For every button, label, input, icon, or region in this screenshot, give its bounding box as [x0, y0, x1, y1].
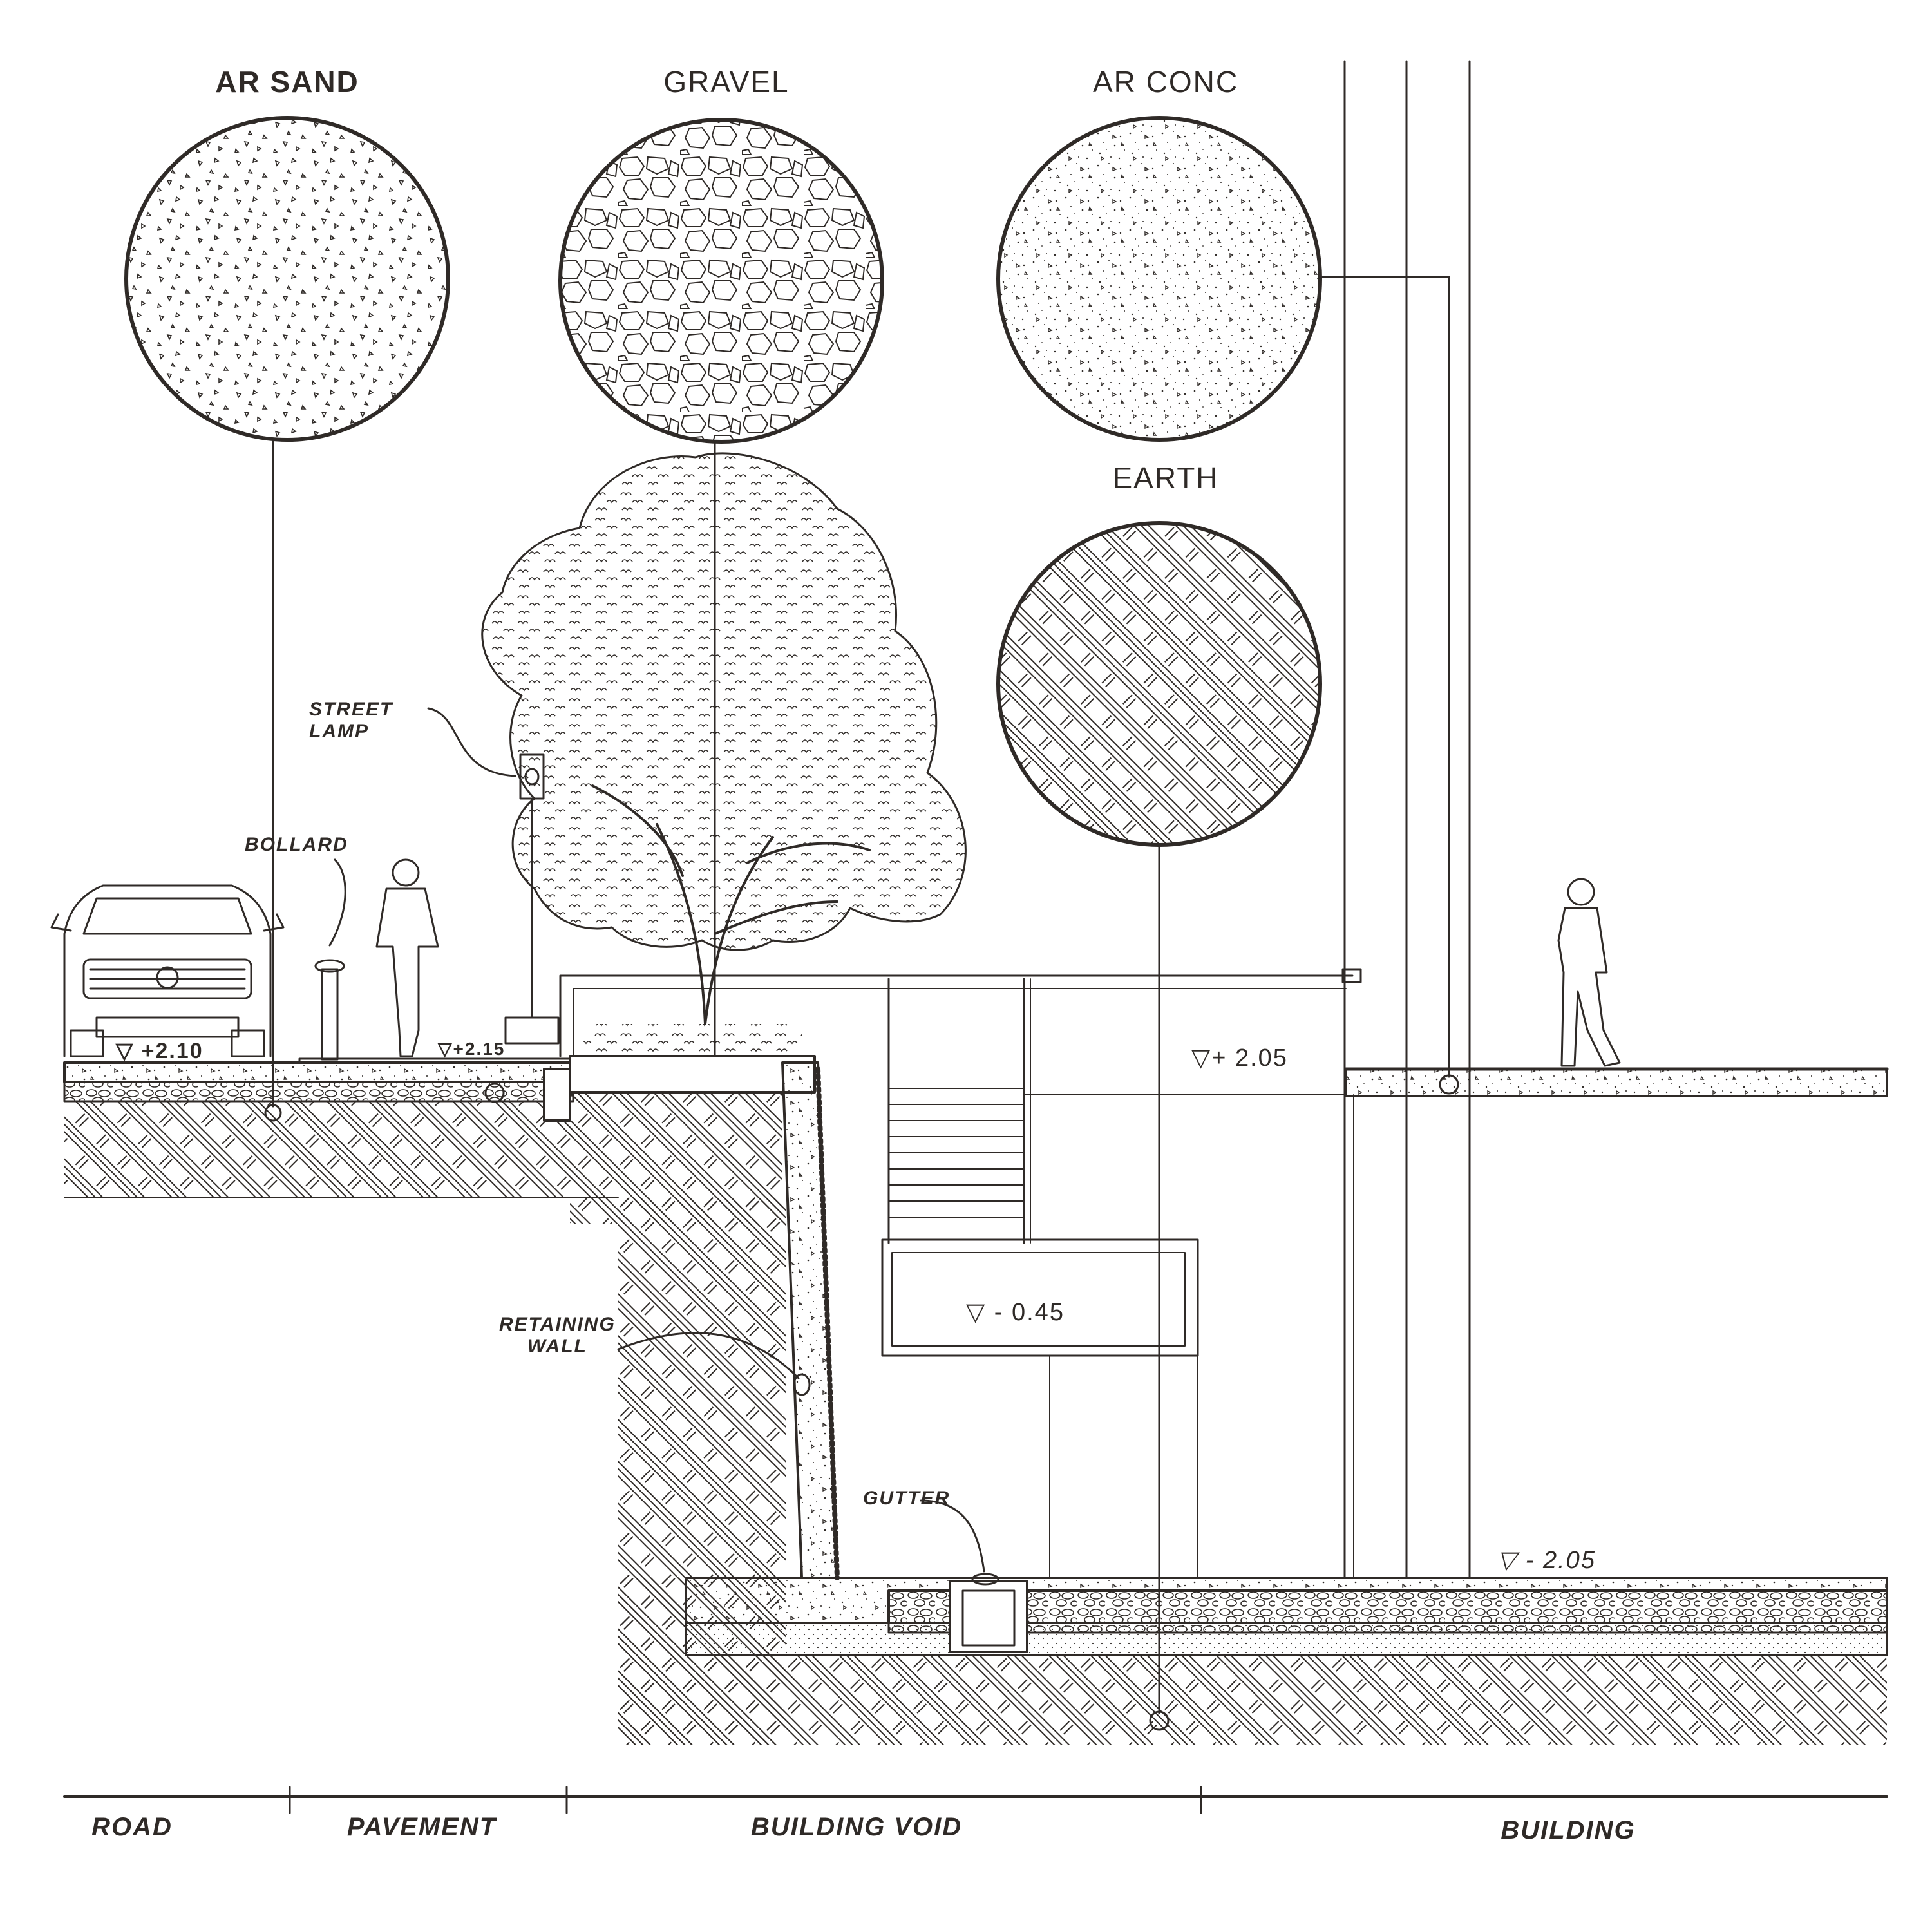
ar-sand-label: AR SAND — [215, 65, 359, 99]
level-void-platform: ▽ - 0.45 — [966, 1299, 1065, 1326]
level-road: ▽ +2.10 — [116, 1039, 204, 1063]
ar-conc-swatch — [996, 116, 1322, 442]
earth-label: EARTH — [1112, 461, 1219, 495]
zone-building-void: BUILDING VOID — [750, 1813, 963, 1841]
gutter-callout: GUTTER — [863, 1488, 951, 1509]
level-building-ground: ▽+ 2.05 — [1191, 1045, 1288, 1072]
zone-pavement: PAVEMENT — [346, 1813, 497, 1841]
street-lamp-callout: STREET LAMP — [309, 699, 393, 742]
zone-building: BUILDING — [1501, 1816, 1636, 1844]
person-building-icon — [1557, 878, 1621, 1067]
retaining-wall-callout: RETAINING WALL — [499, 1314, 616, 1357]
tree-icon — [481, 452, 967, 1025]
ar-sand-swatch — [124, 116, 450, 442]
level-basement: ▽ - 2.05 — [1497, 1547, 1596, 1574]
person-pavement-icon — [375, 858, 439, 1057]
bollard-icon — [314, 959, 345, 1061]
bollard-callout: BOLLARD — [245, 834, 348, 855]
earth-swatch — [996, 521, 1322, 847]
gravel-label: GRAVEL — [663, 65, 790, 99]
ar-conc-label: AR CONC — [1092, 65, 1239, 99]
gravel-swatch — [558, 118, 884, 444]
car-icon — [50, 884, 285, 1057]
zone-road: ROAD — [91, 1813, 173, 1841]
level-pavement: ▽+2.15 — [438, 1039, 506, 1059]
